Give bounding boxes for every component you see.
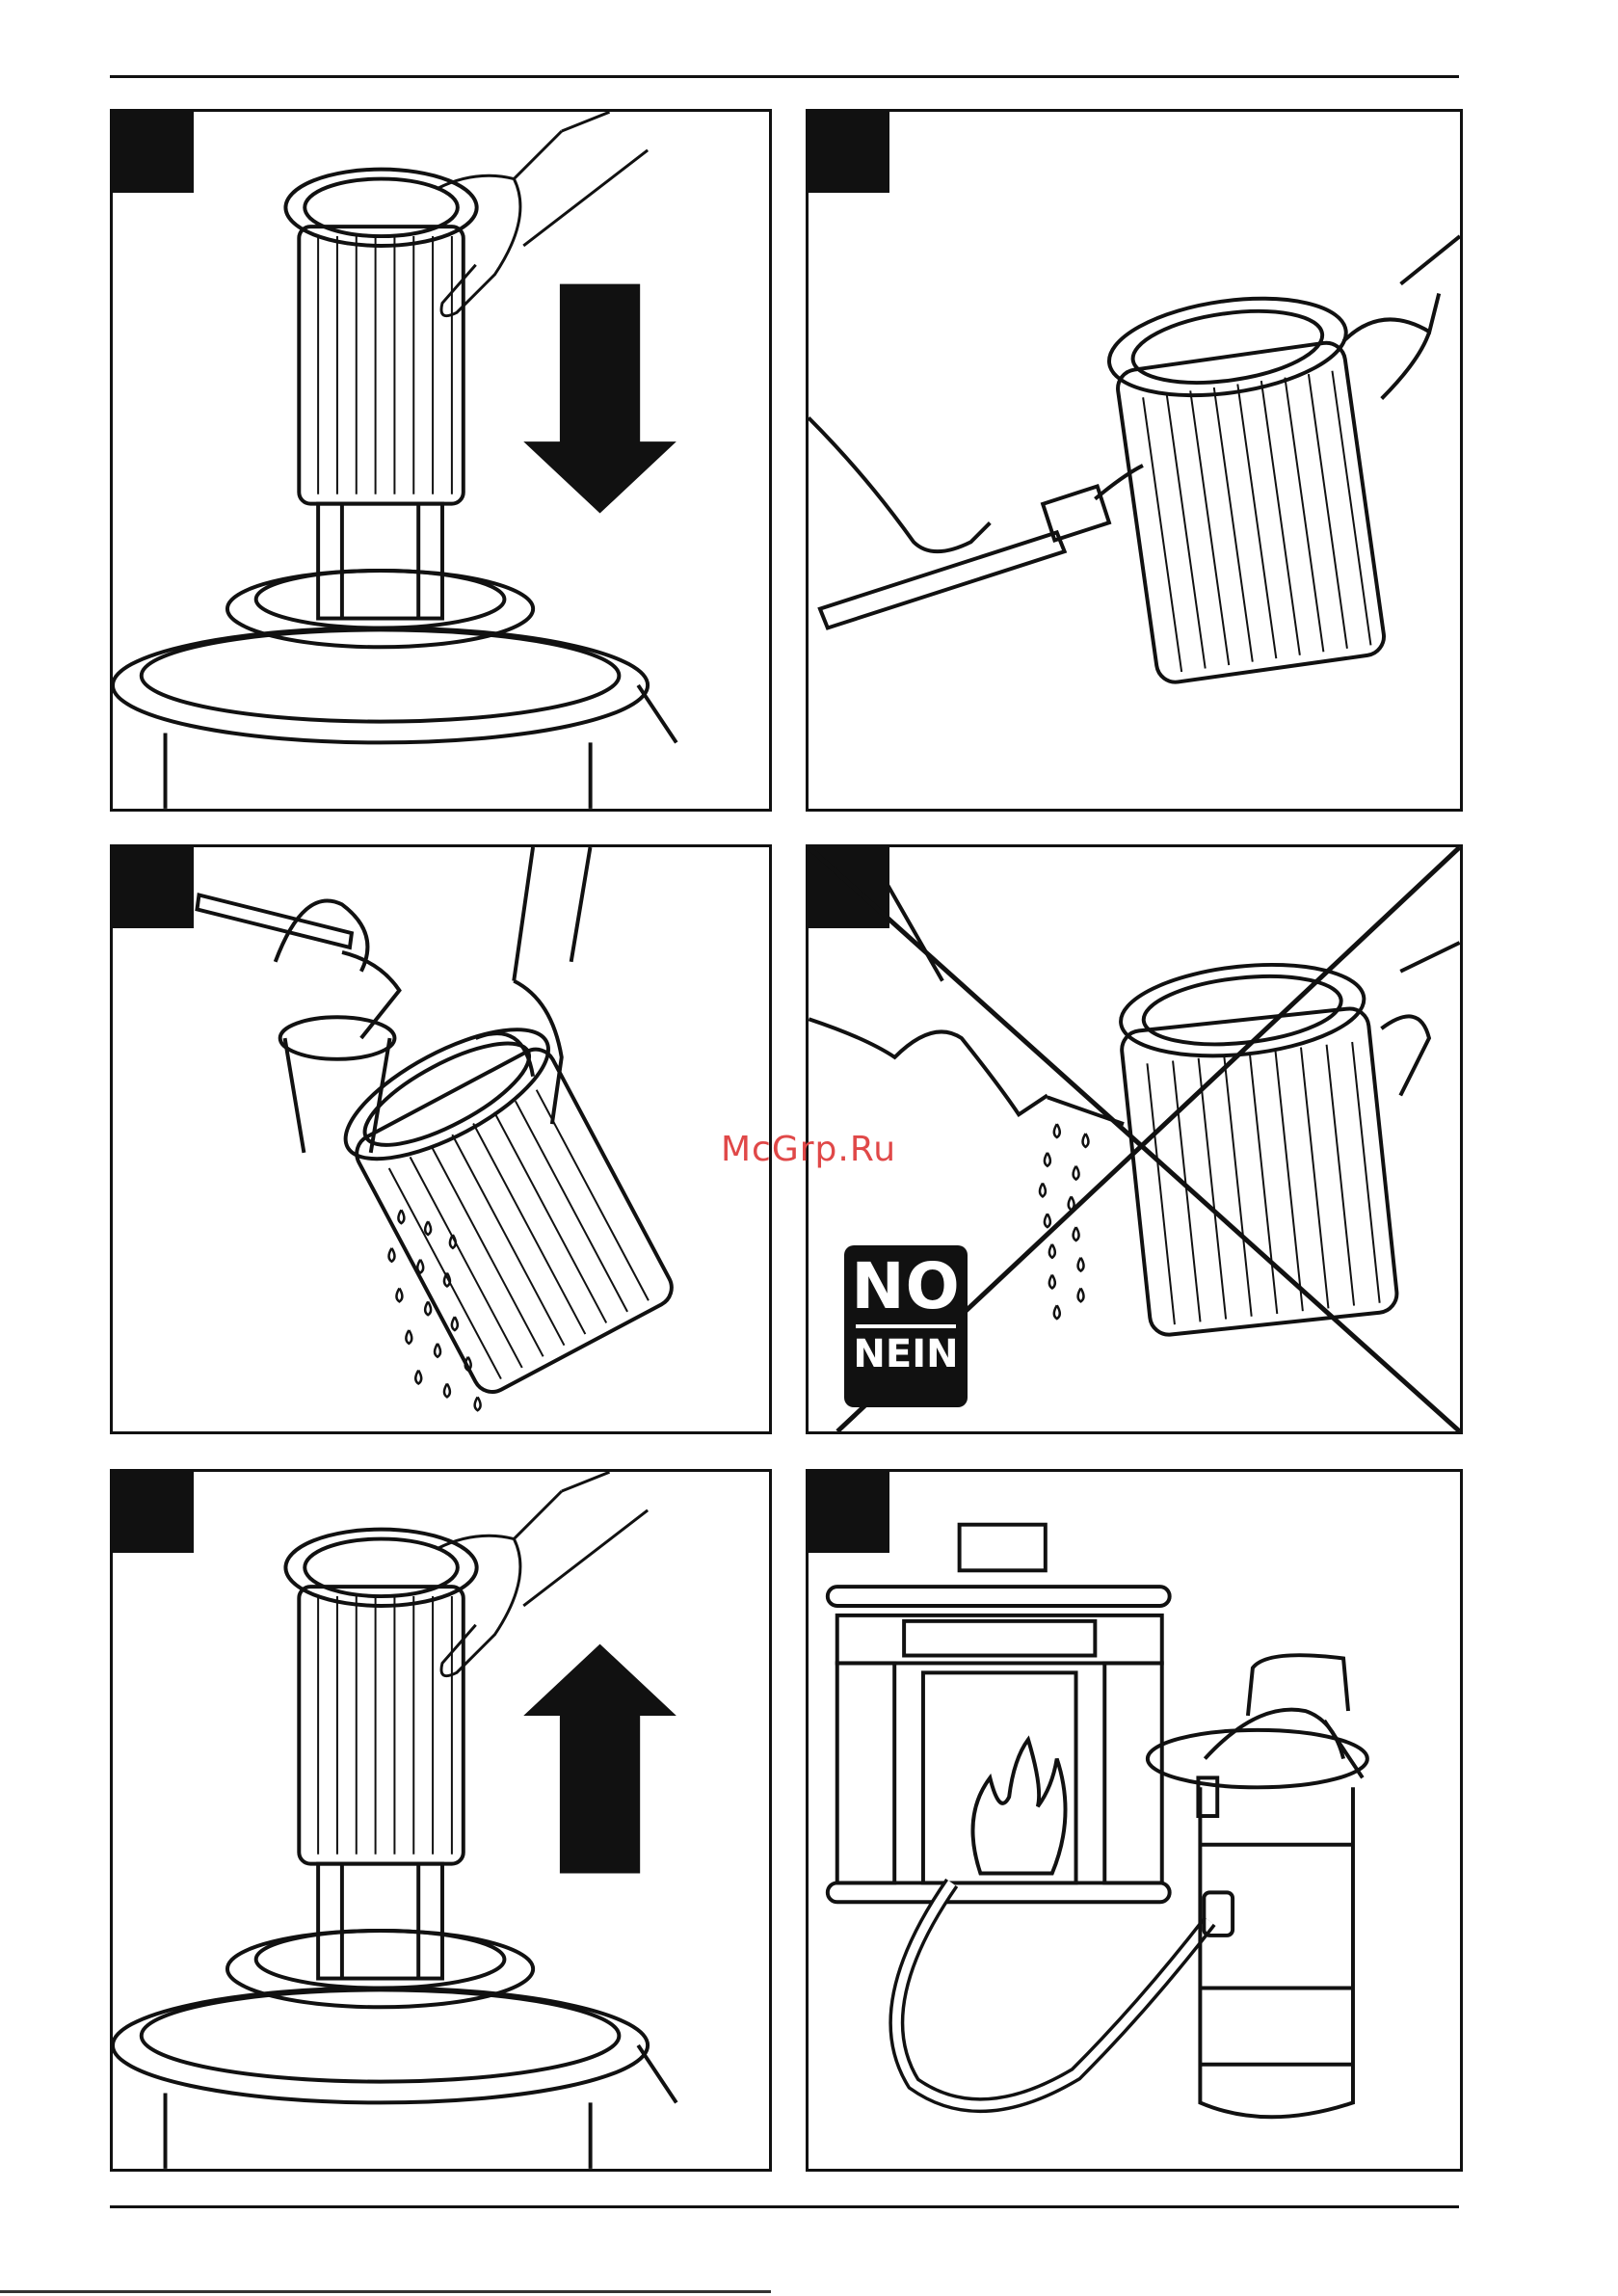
bottom-rule xyxy=(110,2205,1459,2208)
panel-step-5 xyxy=(110,1469,772,2172)
filter-brush-illustration xyxy=(809,112,1460,809)
no-badge-divider xyxy=(856,1324,956,1328)
arrow-up-icon xyxy=(523,1644,676,1874)
no-badge-primary: NO xyxy=(844,1251,968,1322)
fireplace-icon xyxy=(828,1525,1170,1903)
panel-step-3 xyxy=(110,844,772,1434)
filter-remove-illustration xyxy=(113,1472,769,2169)
panel-step-6 xyxy=(806,1469,1463,2172)
dust-drops-icon xyxy=(389,1210,481,1410)
fireplace-ash-vacuum-illustration xyxy=(809,1472,1460,2169)
fire-flame-icon xyxy=(972,1740,1065,1874)
filter-install-illustration xyxy=(113,112,769,809)
panel-step-4: NO NEIN xyxy=(806,844,1463,1434)
no-nein-badge: NO NEIN xyxy=(844,1245,968,1407)
panel-step-2 xyxy=(806,109,1463,812)
ash-vacuum-icon xyxy=(896,1655,1367,2117)
footer-line xyxy=(0,2290,771,2293)
arrow-down-icon xyxy=(523,284,676,514)
panel-step-1 xyxy=(110,109,772,812)
watermark-text: McGrp.Ru xyxy=(721,1130,896,1169)
no-badge-secondary: NEIN xyxy=(844,1332,968,1376)
filter-vacuum-illustration xyxy=(113,847,769,1431)
top-rule xyxy=(110,75,1459,78)
